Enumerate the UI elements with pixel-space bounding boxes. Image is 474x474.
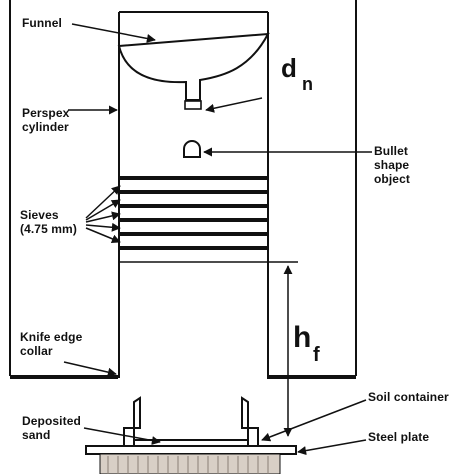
sieve — [119, 218, 268, 222]
funnel-leader — [71, 23, 156, 43]
support-block — [99, 453, 281, 474]
sieve-leader — [85, 185, 121, 219]
sieve-leader — [85, 199, 121, 221]
collar-leader — [63, 361, 117, 377]
fall-height-subscript: f — [313, 344, 320, 366]
sieve — [119, 204, 268, 208]
label-deposited-sand: Deposited sand — [22, 414, 81, 442]
nozzle-diameter-main: d — [281, 53, 297, 83]
nozzle-diameter-symbol: d — [281, 54, 297, 82]
support-hatching — [107, 456, 269, 474]
label-perspex-cylinder: Perspex cylinder — [22, 106, 70, 134]
sieve-stack — [119, 176, 268, 250]
soil-container — [123, 427, 259, 447]
bullet-object — [183, 140, 201, 158]
sieve-leader — [85, 222, 121, 232]
steel-plate-leader — [297, 439, 367, 456]
sieve-leader — [85, 211, 121, 223]
sieve — [119, 176, 268, 180]
nozzle-diameter-pointer — [205, 97, 263, 113]
sieve — [119, 232, 268, 236]
label-sieves: Sieves (4.75 mm) — [20, 208, 77, 236]
sieve-leader — [85, 227, 121, 244]
steel-plate — [85, 445, 297, 455]
sieve — [119, 190, 268, 194]
outer-frame — [9, 0, 357, 376]
funnel-nozzle — [184, 100, 202, 110]
sieve — [119, 246, 268, 250]
fall-height-main: h — [293, 321, 312, 354]
leader-arrows — [63, 23, 372, 456]
label-bullet-object: Bullet shape object — [374, 144, 410, 186]
fall-height-sub: f — [313, 344, 320, 366]
knife-edge-collar — [133, 396, 249, 429]
nozzle-diameter-subscript: n — [302, 74, 313, 94]
nozzle-diameter-sub: n — [302, 74, 313, 94]
label-knife-edge-collar: Knife edge collar — [20, 330, 83, 358]
perspex-cylinder — [118, 11, 269, 378]
label-steel-plate: Steel plate — [368, 430, 430, 444]
label-soil-container: Soil container — [368, 390, 449, 404]
fall-height-symbol: h — [293, 322, 311, 354]
label-funnel: Funnel — [22, 16, 62, 30]
soil-container-leader — [261, 399, 367, 442]
funnel-shape — [117, 32, 270, 101]
sand-leader — [83, 427, 161, 445]
